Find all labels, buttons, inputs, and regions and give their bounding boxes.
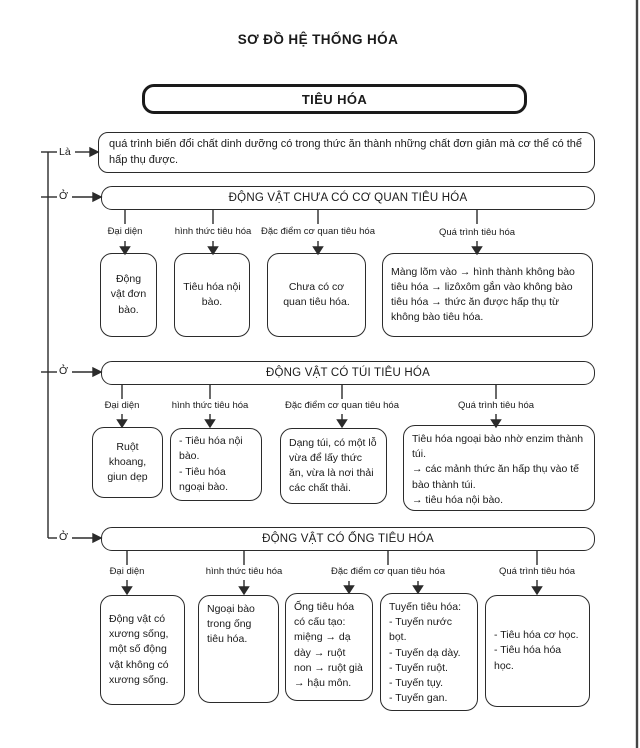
s3-box-dai-dien: Động vật có xương sống, một số động vật … xyxy=(100,595,185,705)
root-node-tieu-hoa: TIÊU HÓA xyxy=(142,84,527,114)
branch-label-o-1: Ở xyxy=(59,190,69,202)
s1-box-dai-dien: Động vật đơn bào. xyxy=(100,253,157,337)
definition-box: quá trình biến đổi chất dinh dưỡng có tr… xyxy=(98,132,595,173)
s3-label-qua-trinh: Quá trình tiêu hóa xyxy=(498,566,576,577)
s1-box-qua-trinh: Màng lõm vào → hình thành không bào tiêu… xyxy=(382,253,593,337)
s3-label-dac-diem: Đặc điểm cơ quan tiêu hóa xyxy=(331,566,445,577)
s2-box-dac-diem: Dạng túi, có một lỗ vừa để lấy thức ăn, … xyxy=(280,428,387,504)
section-header-tui: ĐỘNG VẬT CÓ TÚI TIÊU HÓA xyxy=(101,361,595,385)
section-header-ong: ĐỘNG VẬT CÓ ỐNG TIÊU HÓA xyxy=(101,527,595,551)
s1-box-dac-diem: Chưa có cơ quan tiêu hóa. xyxy=(267,253,366,337)
branch-label-o-3: Ở xyxy=(59,531,69,543)
s1-label-dac-diem: Đặc điểm cơ quan tiêu hóa xyxy=(261,226,375,237)
s3-label-dai-dien: Đại diện xyxy=(109,566,145,577)
s2-label-dac-diem: Đặc điểm cơ quan tiêu hóa xyxy=(285,400,399,411)
s2-box-qua-trinh: Tiêu hóa ngoại bào nhờ enzim thành túi. … xyxy=(403,425,595,511)
s2-label-dai-dien: Đại diện xyxy=(104,400,140,411)
s2-label-hinh-thuc: hình thức tiêu hóa xyxy=(171,400,249,411)
s3-box-hinh-thuc: Ngoại bào trong ống tiêu hóa. xyxy=(198,595,279,703)
s2-box-hinh-thuc: - Tiêu hóa nội bào. - Tiêu hóa ngoại bào… xyxy=(170,428,262,501)
s1-label-qua-trinh: Quá trình tiêu hóa xyxy=(438,227,516,238)
branch-label-o-2: Ở xyxy=(59,365,69,377)
s1-label-dai-dien: Đại diện xyxy=(107,226,143,237)
page-title: SƠ ĐỒ HỆ THỐNG HÓA xyxy=(237,32,399,47)
branch-label-la: Là xyxy=(59,146,71,158)
s2-label-qua-trinh: Quá trình tiêu hóa xyxy=(457,400,535,411)
s1-label-hinh-thuc: hình thức tiêu hóa xyxy=(174,226,252,237)
s2-box-dai-dien: Ruột khoang, giun dẹp xyxy=(92,427,163,498)
s3-box-ong-cau-tao: Ống tiêu hóa có cấu tạo: miệng → dạ dày … xyxy=(285,593,373,701)
s3-box-qua-trinh: - Tiêu hóa cơ học. - Tiêu hóa hóa học. xyxy=(485,595,590,707)
section-header-no-organ: ĐỘNG VẬT CHƯA CÓ CƠ QUAN TIÊU HÓA xyxy=(101,186,595,210)
s3-box-tuyen: Tuyến tiêu hóa: - Tuyến nước bọt. - Tuyế… xyxy=(380,593,478,711)
s3-label-hinh-thuc: hình thức tiêu hóa xyxy=(205,566,283,577)
s1-box-hinh-thuc: Tiêu hóa nội bào. xyxy=(174,253,250,337)
